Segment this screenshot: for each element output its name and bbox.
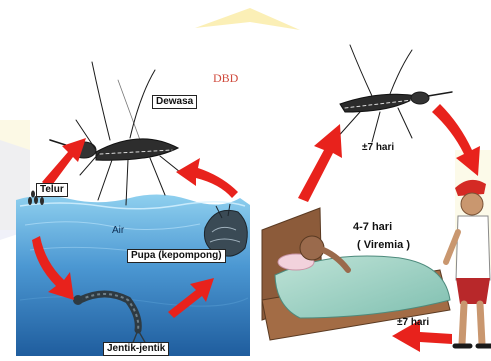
- arrow-adult-to-egg: [42, 138, 86, 188]
- mosquito-incubation-days: ±7 hari: [362, 143, 394, 153]
- patient-viremia-state: ( Viremia ): [357, 240, 410, 251]
- child-incubation-days: ±7 hari: [397, 318, 429, 328]
- adult-mosquito-icon: [50, 62, 190, 205]
- arrow-pupa-to-adult: [176, 158, 238, 198]
- adult-stage-label: Dewasa: [152, 95, 197, 109]
- arrow-patient-to-mosquito: [298, 124, 342, 202]
- larva-stage-label: Jentik-jentik: [103, 342, 169, 356]
- diagram-title: DBD: [213, 72, 238, 84]
- patient-viremia-days: 4-7 hari: [353, 222, 392, 233]
- egg-stage-label: Telur: [36, 183, 68, 197]
- pupa-stage-label: Pupa (kepompong): [127, 249, 226, 263]
- flying-mosquito-icon: [335, 45, 452, 142]
- water-label: Air: [112, 226, 124, 236]
